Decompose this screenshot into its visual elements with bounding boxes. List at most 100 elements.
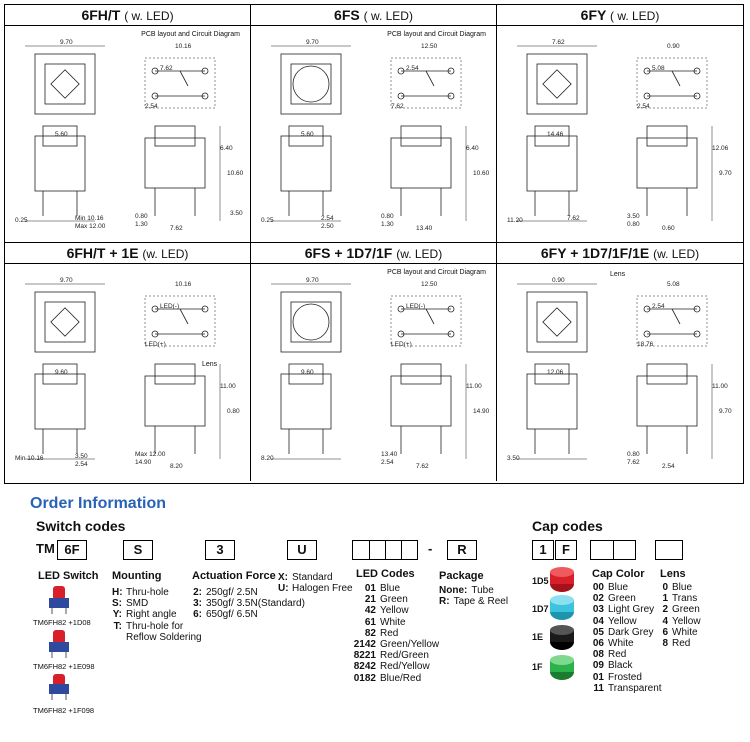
dimension-label: 0.80 — [627, 451, 640, 458]
dimension-label: 0.25 — [261, 217, 274, 224]
code-box-series: 6F — [57, 540, 87, 560]
dimension-label: 9.70 — [306, 277, 319, 284]
item-value: 650gf/ 6.5N — [206, 609, 258, 621]
item-code: 04 — [592, 615, 604, 627]
dimension-label: 2.54 — [662, 463, 675, 470]
list-item: Y:Right angle — [112, 609, 202, 620]
item-value: Standard — [292, 572, 333, 583]
drawing-panel: 6FS + 1D7/1F (w. LED)PCB layout and Circ… — [251, 243, 497, 481]
switch-image-2 — [49, 630, 69, 658]
switch-codes-label: Switch codes — [36, 518, 126, 534]
actuation-heading: Actuation Force — [192, 570, 276, 582]
item-code: 42 — [364, 605, 376, 617]
code-box-mounting: S — [123, 540, 153, 560]
item-value: White — [672, 626, 698, 638]
panel-title-main: 6FY — [580, 7, 607, 23]
item-value: 250gf/ 2.5N — [206, 587, 258, 598]
item-value: White — [380, 616, 406, 628]
dimension-label: 2.54 — [381, 459, 394, 466]
cap-label-1d7: 1D7 — [532, 604, 549, 614]
technical-drawing — [517, 283, 713, 460]
list-item: Reflow Soldering — [112, 632, 202, 643]
item-code: 6 — [662, 626, 668, 638]
dimension-label: 2.54 — [75, 461, 88, 468]
panel-title: 6FH/T + 1E (w. LED) — [5, 243, 250, 264]
dimension-label: 7.62 — [552, 39, 565, 46]
item-value: Yellow — [672, 615, 701, 627]
list-item: 02 Green — [592, 593, 662, 604]
item-value: Green — [380, 594, 408, 606]
item-value: Red/Green — [380, 650, 429, 662]
item-value: Dark Grey — [608, 626, 654, 638]
dimension-label: 0.90 — [667, 43, 680, 50]
dimension-label: 12.50 — [421, 43, 438, 50]
lens-label: Lens — [610, 271, 626, 278]
item-code: X: — [278, 572, 288, 583]
item-code: 8 — [662, 638, 668, 650]
dimension-label: 11.00 — [466, 383, 482, 390]
drawing-grid: 6FH/T ( w. LED)PCB layout and Circuit Di… — [4, 4, 744, 484]
dimension-label: 0.25 — [15, 217, 28, 224]
dimension-label: Min 10.16 — [75, 215, 104, 222]
dimension-label: 14.90 — [473, 408, 490, 415]
drawing-panel: 6FH/T ( w. LED)PCB layout and Circuit Di… — [5, 5, 251, 243]
cap-codes-label: Cap codes — [532, 518, 603, 534]
pcb-layout-caption: PCB layout and Circuit Diagram — [387, 31, 486, 38]
dimension-label: LED(-) — [406, 303, 426, 310]
dimension-label: 5.08 — [667, 281, 680, 288]
item-value: Green — [672, 604, 700, 616]
dimension-label: Min 10.16 — [15, 455, 44, 462]
item-code: 61 — [364, 616, 376, 628]
item-code: 4 — [662, 615, 668, 627]
panel-title-main: 6FY + 1D7/1F/1E — [540, 245, 650, 261]
dimension-label: 12.06 — [712, 145, 729, 152]
item-code: 2142 — [353, 639, 376, 651]
list-item: U:Halogen Free — [278, 583, 353, 594]
led-switch-images — [49, 586, 69, 700]
item-value: Right angle — [126, 609, 177, 621]
cap-cyan-image — [550, 595, 574, 620]
list-item: S:SMD — [112, 598, 202, 609]
item-value: Blue/Red — [380, 672, 422, 684]
dimension-label: 2.50 — [321, 223, 334, 230]
dimension-label: 5.60 — [55, 131, 68, 138]
list-item: H:Thru-hole — [112, 587, 202, 598]
list-item: 6:650gf/ 6.5N — [192, 609, 305, 620]
dimension-label: 7.62 — [170, 225, 183, 232]
item-value: White — [608, 638, 634, 650]
dimension-label: 3.50 — [627, 213, 640, 220]
dimension-label: 9.70 — [306, 39, 319, 46]
panel-title: 6FS ( w. LED) — [251, 5, 496, 26]
panel-title-sub: (w. LED) — [142, 247, 189, 261]
cap-images — [550, 567, 574, 680]
item-code: 2 — [662, 604, 668, 616]
item-value: Tape & Reel — [453, 596, 509, 608]
code-box-standard: U — [287, 540, 317, 560]
technical-drawing — [25, 283, 221, 460]
item-value: Green — [608, 593, 636, 605]
item-code: 3: — [193, 598, 202, 610]
technical-drawing — [25, 45, 221, 222]
dimension-label: 9.60 — [301, 369, 314, 376]
item-value: Reflow Soldering — [126, 631, 202, 643]
item-code: 8221 — [353, 650, 376, 662]
switch-image-1 — [49, 586, 69, 614]
item-value: Red/Yellow — [380, 661, 430, 673]
dimension-label: LED(+) — [145, 341, 166, 348]
item-code: 02 — [592, 593, 604, 605]
panel-title: 6FY + 1D7/1F/1E (w. LED) — [497, 243, 743, 264]
